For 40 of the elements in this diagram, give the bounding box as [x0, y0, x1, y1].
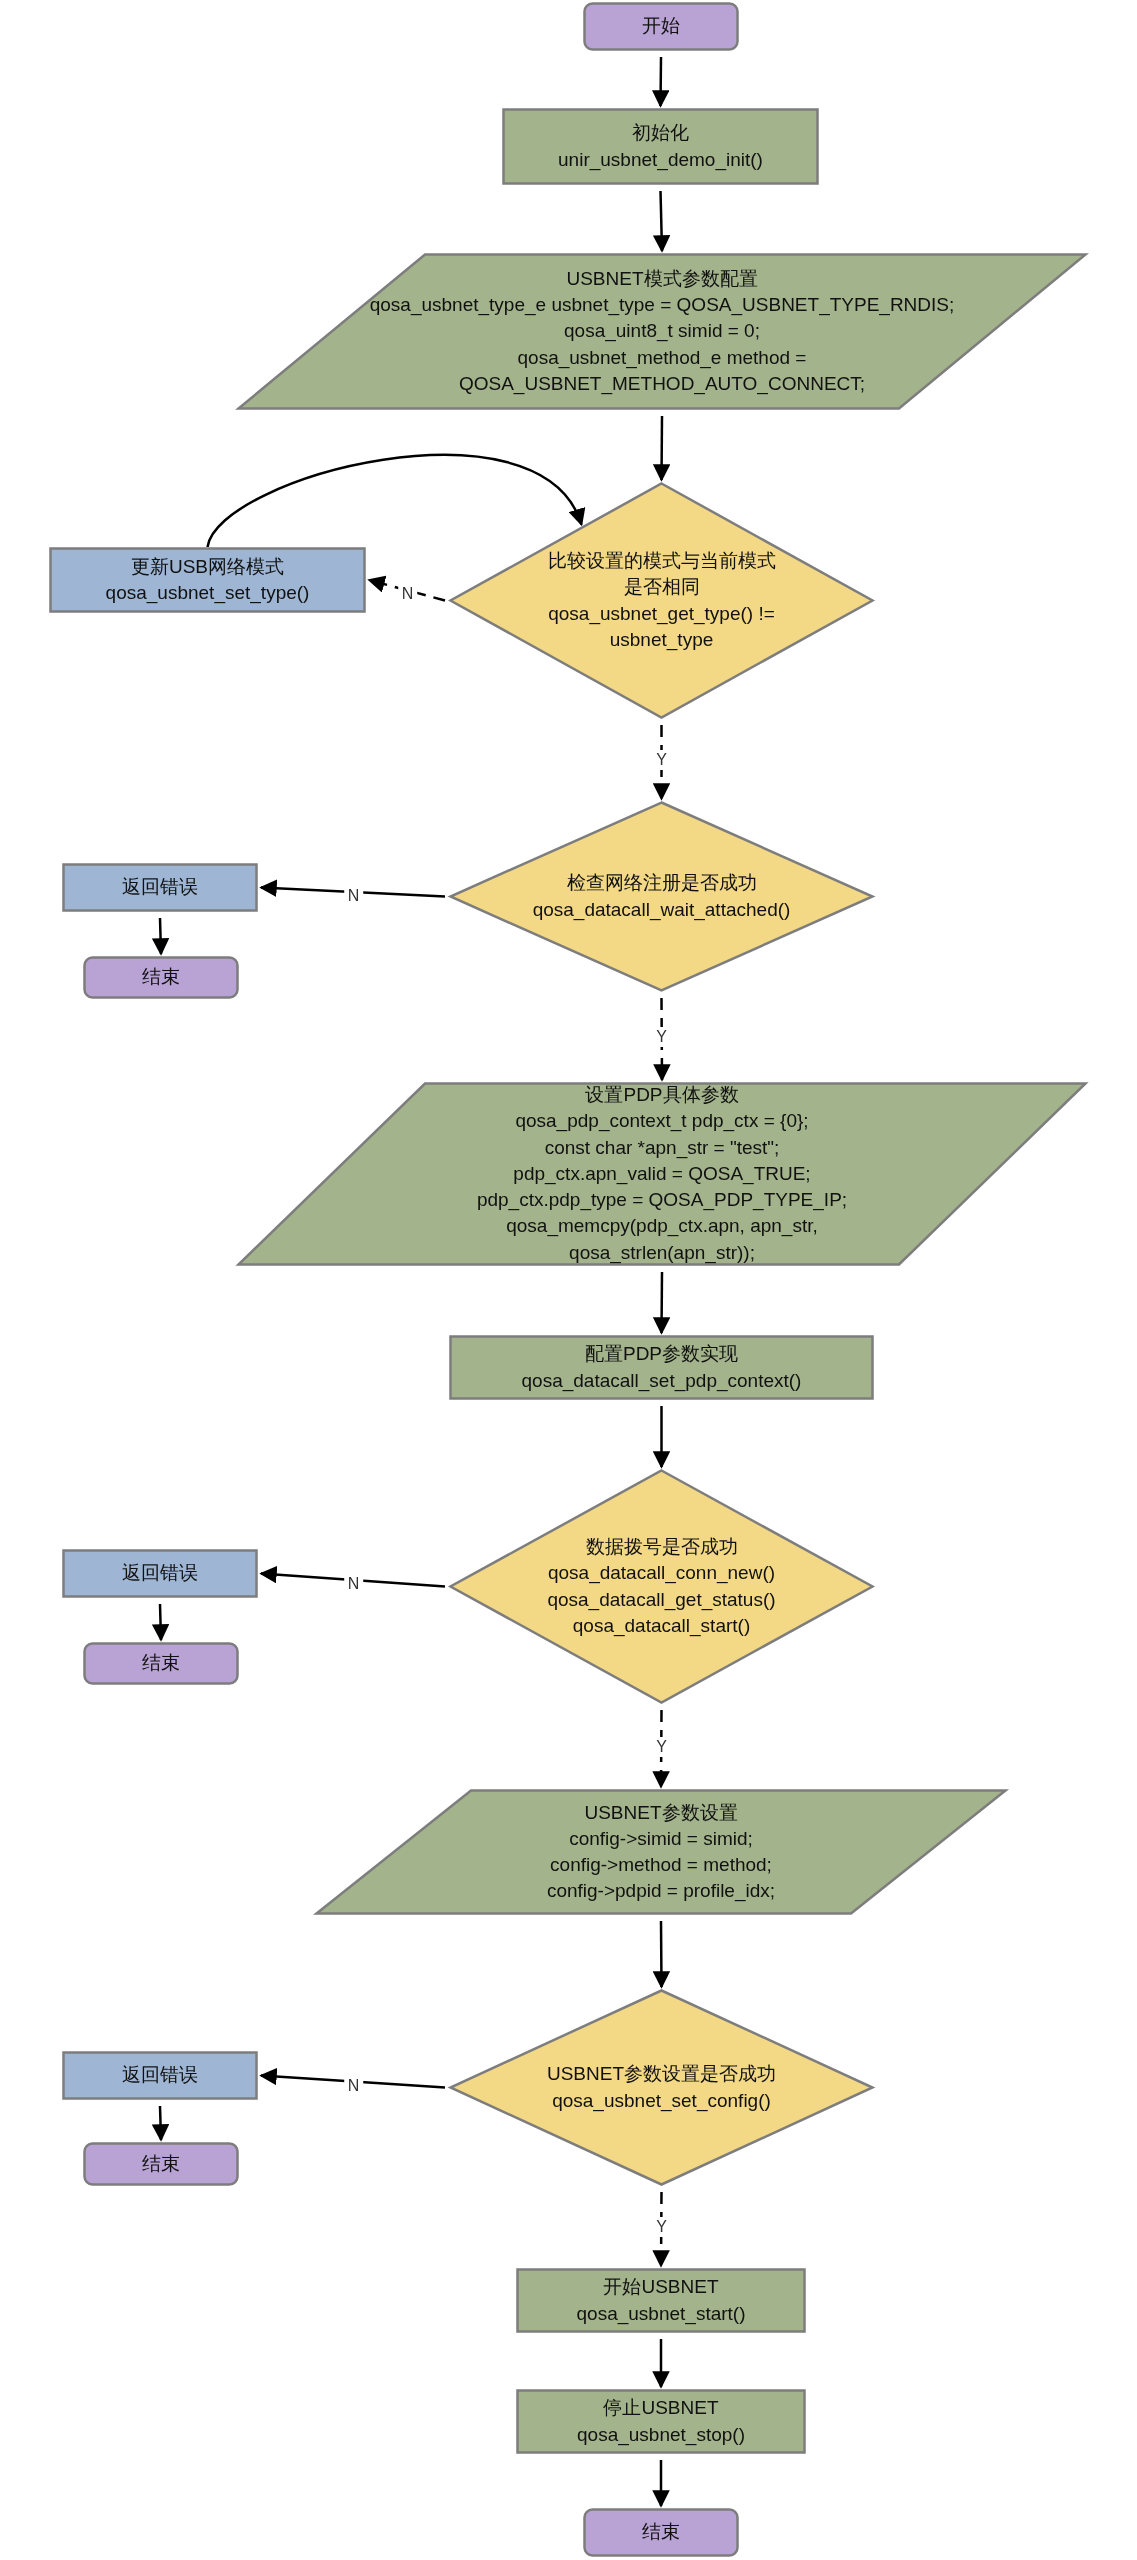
arrow — [653, 998, 671, 1082]
arrow — [652, 725, 671, 801]
terminal-box: 结束 — [83, 2142, 239, 2186]
arrow — [651, 57, 670, 108]
data-parallelogram: USBNET模式参数配置 qosa_usbnet_type_e usbnet_type = QOSA_USBNET_TYPE_RNDIS; qosa_uint8_t simid = 0; qosa_usbnet_method_e method = QOSA_USBNET_METHOD_AUTO_CONNECT; — [237, 253, 1087, 410]
process-box: 开始USBNET qosa_usbnet_start() — [516, 2268, 806, 2333]
terminal-box: 结束 — [583, 2508, 739, 2557]
arrow — [652, 2460, 670, 2508]
terminal-box: 开始 — [583, 2, 739, 51]
arrow — [652, 190, 671, 253]
process-box: 返回错误 — [62, 2051, 258, 2100]
arrow — [259, 879, 446, 898]
terminal-box: 结束 — [83, 1642, 239, 1685]
process-box: 初始化 unir_usbnet_demo_init() — [502, 108, 819, 185]
arrow — [652, 1406, 671, 1469]
arrow — [652, 416, 671, 482]
arrow — [652, 2339, 670, 2389]
process-box: 更新USB网络模式 qosa_usbnet_set_type() — [49, 547, 366, 613]
arrow — [652, 1921, 671, 1989]
process-box: 停止USBNET qosa_usbnet_stop() — [516, 2389, 806, 2454]
terminal-box: 结束 — [83, 956, 239, 999]
decision-diamond: 检查网络注册是否成功 qosa_datacall_wait_attached() — [449, 801, 874, 992]
process-box: 返回错误 — [62, 863, 258, 912]
data-parallelogram: USBNET参数设置 config->simid = simid; config->method = method; config->pdpid = profile_idx; — [315, 1789, 1007, 1915]
arrow — [652, 1710, 670, 1789]
arrow — [151, 917, 170, 956]
arrow — [652, 1272, 671, 1335]
process-box: 配置PDP参数实现 qosa_datacall_set_pdp_context() — [449, 1335, 874, 1400]
decision-diamond: USBNET参数设置是否成功 qosa_usbnet_set_config() — [449, 1989, 874, 2186]
process-box: 返回错误 — [62, 1549, 258, 1598]
data-parallelogram: 设置PDP具体参数 qosa_pdp_context_t pdp_ctx = {0}; const char *apn_str = "test"; pdp_ctx.apn_valid = QOSA_TRUE; pdp_ctx.pdp_type = QOSA_PDP_TYPE_IP; qosa_memcpy(pdp_ctx.apn, apn_str, qosa_strlen(apn_str)); — [237, 1082, 1087, 1266]
arrow — [206, 454, 583, 548]
decision-diamond: 数据拨号是否成功 qosa_datacall_conn_new() qosa_datacall_get_status() qosa_datacall_start() — [449, 1469, 874, 1704]
arrow — [652, 2192, 670, 2268]
arrow — [367, 575, 446, 602]
arrow — [151, 2105, 170, 2142]
decision-diamond: 比较设置的模式与当前模式是否相同 qosa_usbnet_get_type() != usbnet_type — [449, 482, 874, 719]
arrow — [151, 1603, 170, 1642]
arrow — [259, 1565, 446, 1588]
arrow — [259, 2067, 446, 2089]
